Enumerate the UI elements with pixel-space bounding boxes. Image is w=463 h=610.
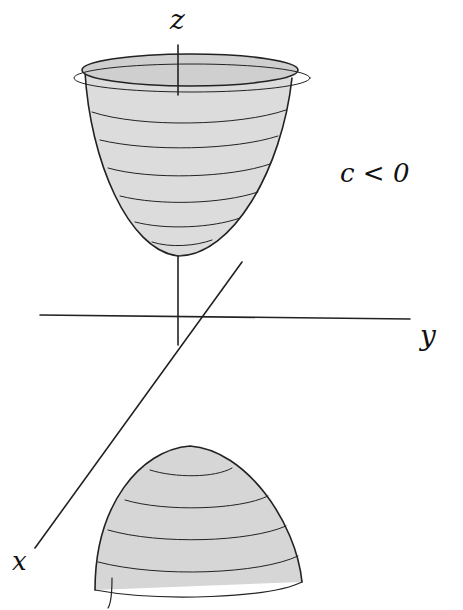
axis-label: x — [12, 548, 27, 574]
axis-label: y — [420, 322, 436, 350]
axis-label: z — [170, 6, 185, 34]
parameter-note: c < 0 — [340, 160, 409, 186]
